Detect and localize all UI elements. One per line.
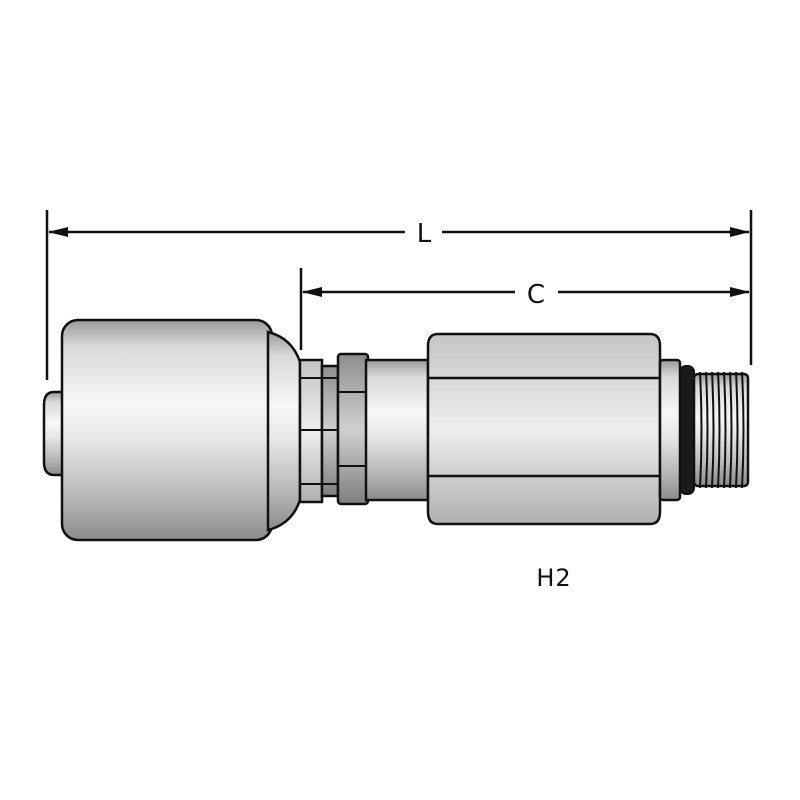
dimension-l: L bbox=[45, 210, 753, 380]
thread-crest bbox=[723, 371, 727, 489]
thread-crest bbox=[735, 371, 739, 489]
fitting bbox=[42, 318, 750, 542]
ferrule-socket bbox=[60, 318, 274, 542]
small-hex-nut bbox=[336, 352, 370, 506]
thread-crest bbox=[729, 371, 733, 489]
thread-lines bbox=[699, 371, 745, 489]
socket-taper bbox=[266, 330, 302, 532]
hose-stub bbox=[42, 390, 68, 477]
thread-crest bbox=[741, 371, 745, 489]
thread-crest bbox=[699, 371, 703, 489]
connecting-tube bbox=[364, 358, 430, 502]
o-ring-seal bbox=[679, 365, 695, 495]
thread-crest bbox=[717, 371, 721, 489]
thread-crest bbox=[711, 371, 715, 489]
washer bbox=[658, 358, 682, 502]
threaded-end bbox=[692, 371, 750, 489]
dimension-label-c: C bbox=[527, 280, 545, 310]
large-hex-body bbox=[426, 332, 662, 526]
thread-crest bbox=[705, 371, 709, 489]
dimension-c: C bbox=[299, 268, 750, 350]
dimension-label-l: L bbox=[417, 219, 432, 249]
part-code-label: H2 bbox=[536, 564, 571, 592]
